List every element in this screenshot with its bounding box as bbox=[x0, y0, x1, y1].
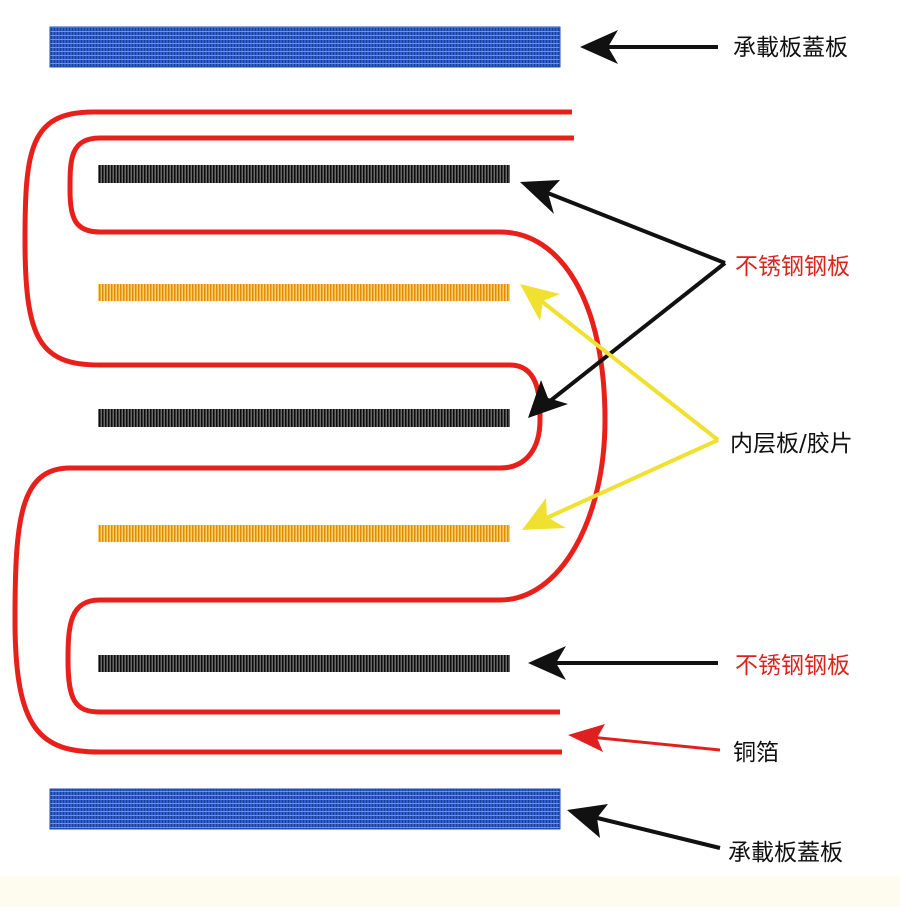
label-inner-layer: 内层板/胶片 bbox=[730, 431, 853, 457]
copper-foil-line bbox=[65, 135, 608, 715]
label-cover-top: 承載板蓋板 bbox=[733, 35, 848, 61]
stainless-steel-plate bbox=[98, 655, 510, 672]
copper-foil-line bbox=[12, 109, 572, 755]
label-copper-foil: 铜箔 bbox=[733, 740, 779, 766]
arrow-cover-bottom bbox=[567, 804, 721, 850]
cover-plate-top bbox=[49, 26, 561, 68]
label-stainless-2: 不锈钢钢板 bbox=[735, 653, 850, 679]
arrow-cover-top bbox=[580, 30, 718, 64]
stainless-steel-plate bbox=[98, 165, 510, 183]
arrow-stainless-2 bbox=[528, 646, 718, 680]
arrow-copper-foil bbox=[568, 724, 721, 752]
stainless-steel-plate bbox=[98, 409, 510, 427]
bottom-tint-band bbox=[0, 876, 900, 907]
arrow-inner-layer-b bbox=[522, 438, 719, 530]
arrow-stainless-1a bbox=[520, 180, 726, 265]
arrow-stainless-1b bbox=[528, 261, 727, 418]
arrow-inner-layer-a bbox=[520, 284, 720, 442]
cover-plate-bottom bbox=[49, 788, 561, 830]
prepreg-plate bbox=[98, 525, 510, 542]
label-stainless-1: 不锈钢钢板 bbox=[735, 254, 850, 280]
prepreg-plate bbox=[98, 284, 510, 301]
label-cover-bottom: 承載板蓋板 bbox=[728, 840, 843, 866]
